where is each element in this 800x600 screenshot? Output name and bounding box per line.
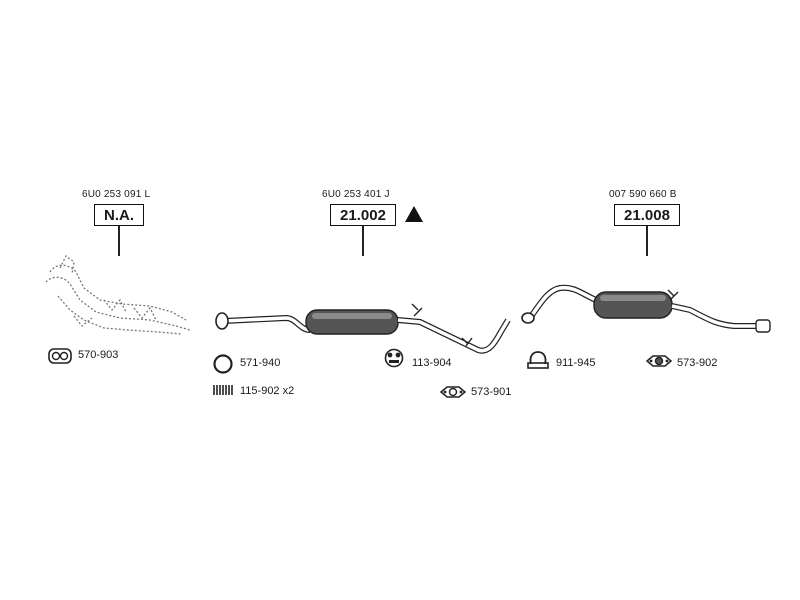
accessory-label-911-945: 911-945 — [556, 357, 596, 369]
leader-line-middle — [362, 226, 364, 256]
code-box-rear[interactable]: 21.008 — [614, 204, 680, 226]
flange-gasket-rear-icon — [646, 355, 672, 367]
part-number-rear: 007 590 660 B — [609, 189, 677, 200]
spring-icon — [213, 385, 233, 395]
warning-triangle-icon — [405, 206, 423, 222]
clamp-icon — [527, 351, 549, 369]
part-number-front: 6U0 253 091 L — [82, 189, 151, 200]
tailpipe-tip — [755, 319, 771, 333]
flange-gasket-icon — [440, 386, 466, 398]
leader-line-rear — [646, 226, 648, 256]
rear-flange — [521, 312, 535, 324]
middle-flange — [215, 312, 229, 330]
part-number-middle: 6U0 253 401 J — [322, 189, 390, 200]
accessory-label-570-903: 570-903 — [78, 349, 119, 361]
accessory-label-571-940: 571-940 — [240, 357, 281, 369]
middle-section — [215, 303, 511, 354]
code-box-middle[interactable]: 21.002 — [330, 204, 396, 226]
accessory-label-113-904: 113-904 — [412, 357, 452, 369]
front-pipe-dotted — [45, 255, 191, 335]
gasket-icon — [48, 348, 72, 364]
ring-gasket-icon — [213, 354, 233, 374]
accessory-label-573-901: 573-901 — [471, 386, 512, 398]
accessory-label-573-902: 573-902 — [677, 357, 718, 369]
leader-line-front — [118, 226, 120, 256]
code-box-front[interactable]: N.A. — [94, 204, 144, 226]
accessory-label-115-902: 115-902 x2 — [240, 385, 295, 397]
rear-section — [521, 284, 771, 333]
rubber-hanger-icon — [384, 348, 404, 368]
